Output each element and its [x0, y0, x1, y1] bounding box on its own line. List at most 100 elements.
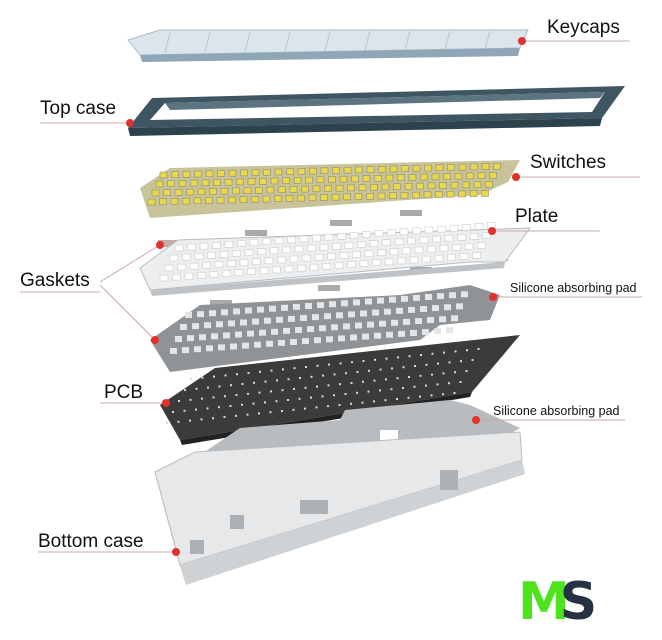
label-keycaps: Keycaps [547, 17, 620, 38]
pcbdots-mark [407, 396, 410, 399]
padholes-mark [420, 306, 427, 312]
padholes-mark [185, 312, 192, 318]
sw-mark [347, 184, 355, 192]
plateholes-mark [239, 259, 249, 266]
sw-mark [197, 188, 206, 196]
sw-mark [263, 169, 271, 176]
sw-mark [224, 178, 233, 186]
pcbdots-mark [246, 413, 249, 416]
pcbdots-mark [281, 389, 284, 392]
pcbdots-mark [379, 389, 381, 392]
padholes-mark [242, 342, 249, 349]
padholes-mark [444, 304, 451, 311]
plateholes-mark [174, 244, 184, 252]
sw-mark [412, 191, 420, 199]
sw-mark [159, 198, 167, 205]
plateholes-mark [319, 243, 329, 251]
plateholes-mark [362, 231, 371, 238]
sw-mark [351, 175, 359, 183]
sw-mark [443, 173, 451, 180]
plateholes-mark [219, 251, 229, 258]
plateholes-mark [347, 261, 356, 268]
pcbdots-mark [269, 411, 272, 414]
padholes-mark [230, 343, 237, 350]
plateholes-mark [452, 244, 461, 251]
pcbdots-mark [350, 382, 353, 384]
plateholes-mark [397, 257, 406, 265]
padholes-mark [396, 307, 403, 314]
label-silicone-pad-lower: Silicone absorbing pad [493, 404, 620, 418]
pcbdots-mark [396, 377, 399, 380]
sw-mark [285, 195, 294, 202]
plateholes-mark [297, 264, 306, 272]
padholes-mark [362, 333, 369, 340]
sw-mark [320, 167, 329, 175]
padholes-mark [317, 302, 324, 309]
label-silicone-pad-upper: Silicone absorbing pad [510, 281, 637, 295]
sw-mark [485, 181, 493, 188]
pcbdots-mark [299, 377, 301, 379]
pcbdots-mark [465, 370, 468, 372]
padholes-mark [259, 329, 266, 336]
plateholes-mark [212, 242, 221, 249]
plateholes-mark [402, 247, 411, 255]
pcbdots-mark [310, 396, 312, 399]
plateholes-mark [334, 262, 344, 269]
sw-mark [401, 165, 409, 172]
sw-mark [220, 187, 229, 195]
plateholes-mark [264, 257, 274, 265]
plateholes-mark [244, 249, 254, 256]
label-pcb: PCB [104, 382, 144, 403]
padholes-mark [389, 296, 396, 303]
plateholes-mark [387, 229, 396, 236]
pcbdots-mark [258, 412, 260, 415]
pcbdots-mark [345, 372, 347, 375]
pcbdots-mark [339, 383, 341, 386]
padholes-mark [209, 310, 216, 317]
sw-mark [366, 193, 374, 200]
sw-mark [217, 170, 225, 177]
sw-mark [454, 172, 463, 180]
plateholes-mark [207, 252, 216, 259]
marker-dots [126, 37, 526, 556]
pcbdots-mark [224, 395, 226, 398]
padholes-mark [360, 310, 367, 317]
plateholes-mark [189, 262, 199, 270]
pcbdots-mark [224, 374, 227, 377]
plate-layer [139, 222, 532, 296]
padholes-mark [228, 320, 235, 327]
pcbdots-mark [218, 385, 221, 388]
pcbdots-mark [327, 384, 330, 387]
sw-mark [251, 196, 259, 203]
plateholes-mark [252, 258, 261, 266]
padholes-mark [281, 304, 288, 311]
plateholes-mark [257, 248, 266, 255]
sw-mark [489, 172, 497, 179]
pcbdots-mark [328, 363, 330, 366]
sw-mark [201, 179, 210, 187]
sw-mark [301, 185, 309, 193]
sw-mark [171, 171, 179, 178]
padholes-mark [410, 330, 417, 336]
plateholes-mark [269, 247, 279, 255]
sw-mark [335, 184, 344, 192]
pcbdots-mark [333, 373, 336, 376]
padholes-mark [271, 328, 278, 335]
sw-mark [416, 182, 424, 190]
padholes-mark [456, 303, 463, 310]
sw-mark [355, 166, 363, 174]
pcbdots-mark [368, 369, 370, 372]
pcbdots-mark [460, 360, 462, 363]
pcbdots-mark [259, 370, 261, 373]
pcbdots-mark [431, 373, 433, 376]
plateholes-mark [377, 249, 386, 256]
sw-mark [251, 169, 260, 176]
sw-mark [182, 171, 191, 178]
sw-mark [435, 191, 443, 198]
padholes-mark [264, 317, 271, 324]
sw-mark [170, 198, 179, 205]
sw-mark [297, 168, 306, 175]
pcbdots-mark [408, 376, 410, 378]
pcbdots-mark [189, 398, 192, 401]
sw-mark [316, 176, 325, 184]
